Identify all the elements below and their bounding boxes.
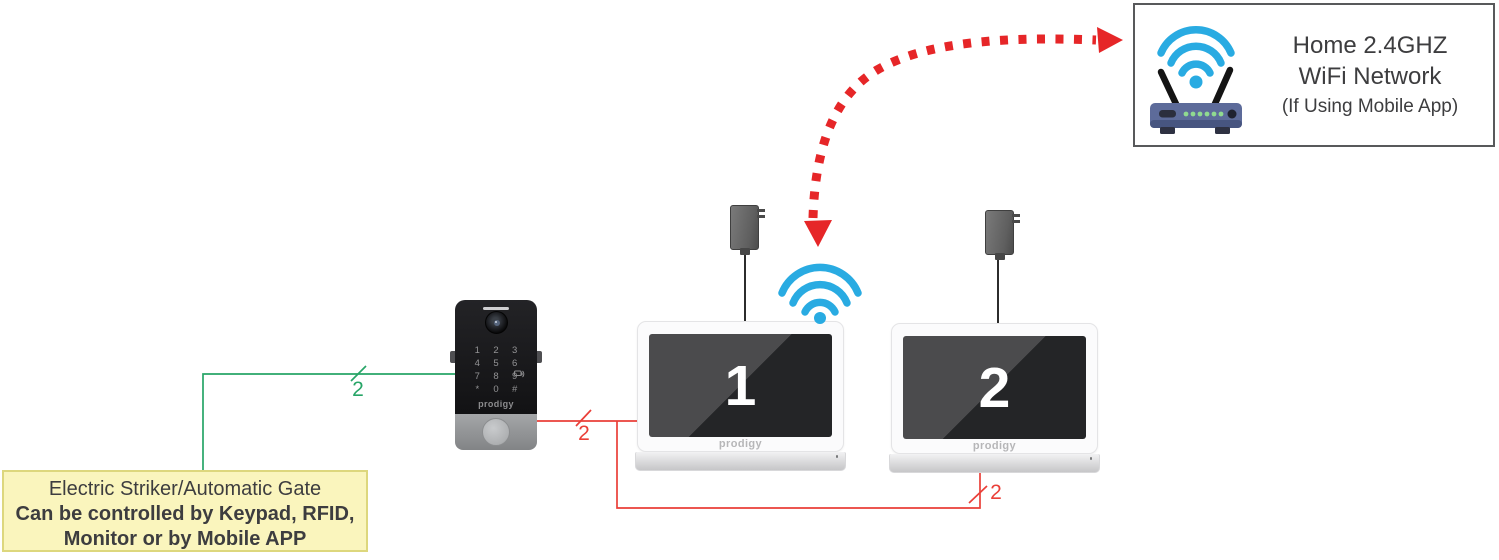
home-wifi-network-box: Home 2.4GHZ WiFi Network (If Using Mobil…	[1133, 3, 1495, 147]
wifi-signal-icon	[778, 263, 862, 324]
wifi-network-subtitle: (If Using Mobile App)	[1281, 95, 1459, 117]
red-wire-count-label-2: 2	[990, 481, 1002, 504]
wifi-link-arrowhead-down	[804, 220, 832, 247]
keypad-key: 8	[493, 371, 499, 382]
router-wifi-waves-icon	[1157, 26, 1235, 77]
door-station-panel: 1 2 3 4 5 6 7 8 9 * 0 # prodigy	[455, 300, 537, 414]
keypad-key: 6	[512, 358, 518, 369]
monitor-1-number: 1	[724, 353, 757, 418]
keypad-key: 2	[493, 345, 499, 356]
keypad-key: 4	[474, 358, 480, 369]
green-wire-count-label: 2	[352, 378, 364, 401]
note-line-1: Electric Striker/Automatic Gate	[48, 478, 322, 500]
red-wire-count-label-1: 2	[578, 422, 590, 445]
router-antennas	[1157, 66, 1234, 110]
power-adapter-1	[730, 205, 765, 255]
door-station-brand-logo: prodigy	[478, 399, 514, 409]
microphone-hole	[835, 455, 838, 458]
note-line-2: Can be controlled by Keypad, RFID,	[15, 503, 355, 525]
monitor-2-screen: 2	[903, 336, 1086, 439]
power-cable-1	[744, 255, 747, 322]
wifi-network-title-line1: Home 2.4GHZ	[1292, 31, 1448, 59]
router-icon-graphic	[1150, 26, 1242, 134]
ir-light-bar	[483, 307, 509, 310]
indoor-monitor-2: 2 prodigy	[889, 323, 1100, 473]
mount-bracket-tab	[450, 351, 459, 363]
adapter-cable-nub	[995, 253, 1005, 260]
wifi-router-icon	[1135, 10, 1253, 140]
camera-lens-icon	[485, 311, 508, 334]
router-status-lights	[1183, 111, 1224, 117]
keypad-key: 0	[493, 384, 499, 395]
rfid-card-icon	[514, 370, 525, 378]
door-station: 1 2 3 4 5 6 7 8 9 * 0 # prodigy	[450, 300, 542, 450]
striker-note-box: Electric Striker/Automatic Gate Can be c…	[2, 470, 368, 552]
call-button	[482, 418, 510, 446]
power-cable-2	[997, 260, 1000, 323]
keypad: 1 2 3 4 5 6 7 8 9 * 0 #	[468, 346, 524, 395]
power-adapter-2	[985, 210, 1020, 260]
keypad-key: 3	[512, 345, 518, 356]
adapter-prong	[1012, 214, 1020, 217]
monitor-1-screen: 1	[649, 334, 832, 437]
monitor-2-base	[889, 454, 1100, 473]
keypad-key: 7	[474, 371, 480, 382]
note-line-3: Monitor or by Mobile APP	[63, 528, 307, 550]
monitor-1-base	[635, 452, 846, 471]
microphone-hole	[1089, 457, 1092, 460]
mount-bracket-tab	[533, 351, 542, 363]
wifi-network-title-line2: WiFi Network	[1298, 62, 1442, 90]
indoor-monitor-1: 1 prodigy	[635, 321, 846, 471]
green-wire-striker	[202, 373, 455, 470]
monitor-2-number: 2	[978, 355, 1011, 420]
keypad-key: 9	[512, 371, 518, 382]
monitor-2-brand-logo: prodigy	[972, 440, 1017, 452]
adapter-cable-nub	[740, 248, 750, 255]
keypad-key: 5	[493, 358, 499, 369]
adapter-prong	[1012, 220, 1020, 223]
monitor-1-brand-logo: prodigy	[718, 438, 763, 450]
adapter-prong	[757, 215, 765, 218]
keypad-key: 1	[474, 345, 480, 356]
keypad-key: *	[475, 384, 480, 395]
wifi-link-arrowhead-right	[1097, 27, 1123, 53]
wifi-link-dashed-arrow	[808, 34, 1097, 219]
keypad-key: #	[512, 384, 518, 395]
adapter-prong	[757, 209, 765, 212]
door-station-base	[455, 414, 537, 450]
